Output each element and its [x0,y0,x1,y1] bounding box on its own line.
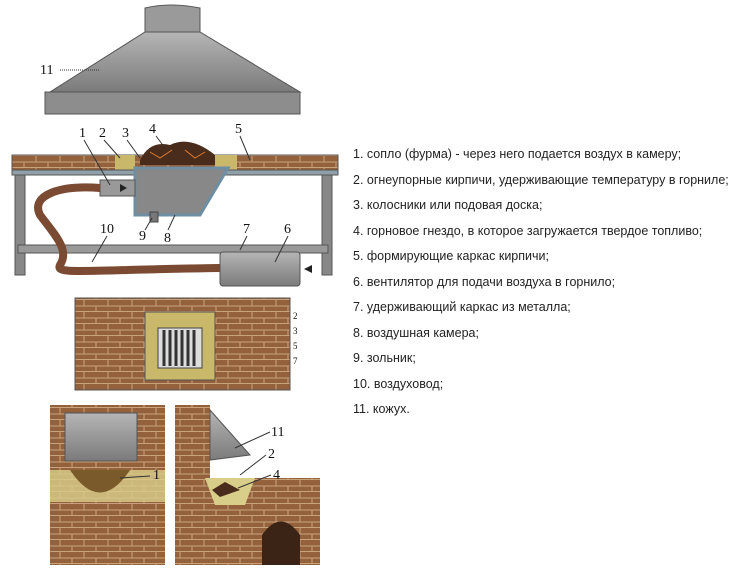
forge-top-view: 2 3 5 7 [74,297,298,391]
label-6: 6 [284,222,291,237]
section-label-11: 11 [271,425,284,440]
label-4: 4 [149,122,156,137]
legend-item: 7. удерживающий каркас из металла; [353,300,571,314]
legend-item: 2. огнеупорные кирпичи, удерживающие тем… [353,172,729,187]
section-label-4: 4 [273,468,280,483]
label-10: 10 [100,222,114,237]
legend-item: 4. горновое гнездо, в которое загружаетс… [353,223,703,238]
top-label-7: 7 [293,356,298,366]
label-3: 3 [122,126,129,141]
legend-item: 3. колосники или подовая доска; [353,198,543,212]
top-label-2: 2 [293,311,298,321]
top-label-3: 3 [293,326,298,336]
legend-item: 10. воздуховод; [353,376,444,391]
legend-item: 8. воздушная камера; [353,325,479,340]
legend-list: 1. сопло (фурма) - через него подается в… [353,144,729,425]
legend-item: 9. зольник; [353,351,416,365]
label-9: 9 [139,229,146,244]
forge-section-view: 11 2 4 [175,405,320,565]
section-label-2: 2 [268,447,275,462]
legend-item: 1. сопло (фурма) - через него подается в… [353,147,682,161]
label-7: 7 [243,222,250,237]
top-label-5: 5 [293,341,298,351]
label-8: 8 [164,231,171,246]
hood: 11 [40,4,302,115]
label-11: 11 [40,63,53,78]
forge-front-view: 1 [50,405,165,565]
legend-item: 5. формирующие каркас кирпичи; [353,249,549,263]
legend-item: 6. вентилятор для подачи воздуха в горни… [353,274,616,289]
label-1: 1 [79,126,86,141]
front-label-1: 1 [153,468,160,483]
legend-item: 11. кожух. [353,402,410,416]
label-5: 5 [235,122,242,137]
forge-side-view: 1 2 3 4 5 6 7 8 9 10 [11,122,339,287]
label-2: 2 [99,126,106,141]
